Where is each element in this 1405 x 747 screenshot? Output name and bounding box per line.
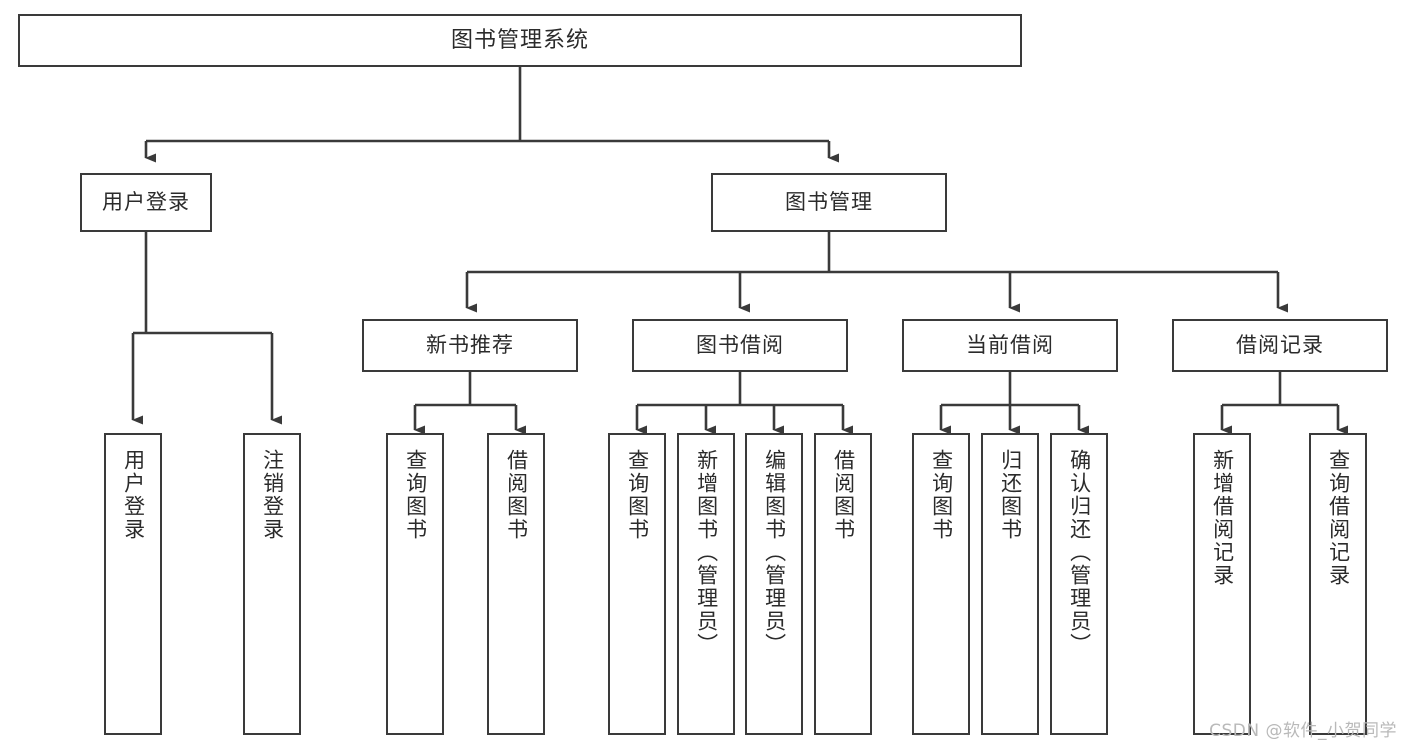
node-label: 用户登录 xyxy=(102,190,190,215)
node-user-login[interactable]: 用户登录 xyxy=(80,173,212,232)
node-label: 新书推荐 xyxy=(426,333,514,358)
leaf-query-borrow-record[interactable]: 查询借阅记录 xyxy=(1309,433,1367,735)
leaf-borrow-book[interactable]: 借阅图书 xyxy=(814,433,872,735)
leaf-add-book[interactable]: 新增图书（管理员） xyxy=(677,433,735,735)
leaf-query-book-current[interactable]: 查询图书 xyxy=(912,433,970,735)
node-label: 借阅图书 xyxy=(831,449,856,541)
leaf-edit-book[interactable]: 编辑图书（管理员） xyxy=(745,433,803,735)
node-label: 新增借阅记录 xyxy=(1210,449,1235,587)
leaf-user-login[interactable]: 用户登录 xyxy=(104,433,162,735)
leaf-confirm-return[interactable]: 确认归还（管理员） xyxy=(1050,433,1108,735)
node-label: 归还图书 xyxy=(998,449,1023,541)
node-label: 当前借阅 xyxy=(966,333,1054,358)
node-new-book-recommend[interactable]: 新书推荐 xyxy=(362,319,578,372)
node-label: 新增图书（管理员） xyxy=(694,449,719,656)
node-book-manage[interactable]: 图书管理 xyxy=(711,173,947,232)
node-root-system[interactable]: 图书管理系统 xyxy=(18,14,1022,67)
node-label: 借阅图书 xyxy=(504,449,529,541)
node-label: 用户登录 xyxy=(121,449,146,541)
node-label: 注销登录 xyxy=(260,449,285,541)
leaf-query-book-borrow[interactable]: 查询图书 xyxy=(608,433,666,735)
node-label: 借阅记录 xyxy=(1236,333,1324,358)
leaf-add-borrow-record[interactable]: 新增借阅记录 xyxy=(1193,433,1251,735)
leaf-logout[interactable]: 注销登录 xyxy=(243,433,301,735)
node-label: 图书借阅 xyxy=(696,333,784,358)
node-label: 图书管理 xyxy=(785,190,873,215)
node-label: 查询图书 xyxy=(403,449,428,541)
node-book-borrow[interactable]: 图书借阅 xyxy=(632,319,848,372)
watermark-text: CSDN @软件_小贺同学 xyxy=(1209,721,1397,741)
node-current-borrow[interactable]: 当前借阅 xyxy=(902,319,1118,372)
leaf-borrow-book-recommend[interactable]: 借阅图书 xyxy=(487,433,545,735)
leaf-query-book-recommend[interactable]: 查询图书 xyxy=(386,433,444,735)
node-label: 查询图书 xyxy=(625,449,650,541)
node-borrow-record[interactable]: 借阅记录 xyxy=(1172,319,1388,372)
node-label: 查询图书 xyxy=(929,449,954,541)
leaf-return-book[interactable]: 归还图书 xyxy=(981,433,1039,735)
node-label: 图书管理系统 xyxy=(450,27,589,53)
node-label: 查询借阅记录 xyxy=(1326,449,1351,587)
node-label: 编辑图书（管理员） xyxy=(762,449,787,656)
node-label: 确认归还（管理员） xyxy=(1067,449,1092,656)
